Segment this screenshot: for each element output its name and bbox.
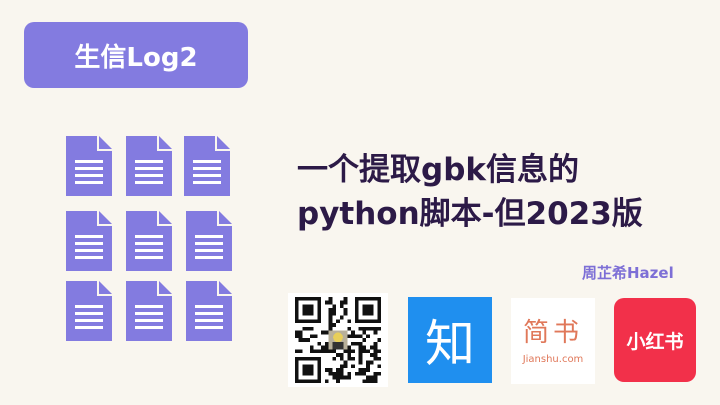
page-title: 一个提取gbk信息的 python脚本-但2023版 xyxy=(297,148,643,236)
qr-code-icon xyxy=(291,293,385,387)
title-line-1: 一个提取gbk信息的 xyxy=(297,152,579,188)
zhihu-logo[interactable]: 知 xyxy=(408,297,492,383)
document-icon xyxy=(126,136,172,196)
document-icon xyxy=(186,211,232,271)
document-icon xyxy=(66,281,112,341)
document-icon xyxy=(186,281,232,341)
channel-badge: 生信Log2 xyxy=(24,22,248,88)
title-line-2: python脚本-但2023版 xyxy=(297,196,643,232)
jianshu-logo[interactable]: 简书 Jianshu.com xyxy=(511,298,595,384)
xiaohongshu-logo[interactable]: 小红书 xyxy=(614,298,696,382)
author-name: 周芷希Hazel xyxy=(582,264,674,282)
document-icon xyxy=(126,211,172,271)
document-icon xyxy=(66,211,112,271)
wechat-qr-code xyxy=(288,293,388,387)
jianshu-logo-text: 简书 xyxy=(522,317,583,348)
document-icon xyxy=(66,136,112,196)
document-icon xyxy=(184,136,230,196)
xiaohongshu-logo-text: 小红书 xyxy=(626,330,684,353)
zhihu-logo-text: 知 xyxy=(425,315,475,373)
jianshu-domain: Jianshu.com xyxy=(522,353,584,365)
document-icon xyxy=(126,281,172,341)
